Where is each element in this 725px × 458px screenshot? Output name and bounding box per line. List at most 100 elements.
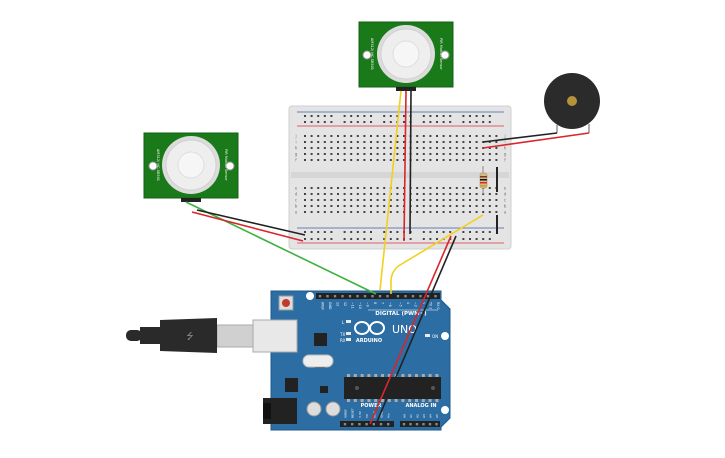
- terminal-hole[interactable]: [363, 135, 366, 137]
- terminal-hole[interactable]: [482, 205, 485, 207]
- rail-hole[interactable]: [356, 238, 359, 240]
- terminal-hole[interactable]: [429, 147, 432, 149]
- terminal-hole[interactable]: [330, 205, 333, 207]
- terminal-hole[interactable]: [389, 153, 392, 155]
- rail-hole[interactable]: [370, 238, 372, 240]
- terminal-hole[interactable]: [383, 199, 386, 201]
- terminal-hole[interactable]: [343, 193, 346, 195]
- terminal-hole[interactable]: [455, 135, 458, 137]
- rail-hole[interactable]: [469, 121, 471, 123]
- terminal-hole[interactable]: [403, 147, 405, 149]
- terminal-hole[interactable]: [376, 153, 379, 155]
- terminal-hole[interactable]: [310, 159, 313, 161]
- rail-hole[interactable]: [462, 238, 465, 240]
- terminal-hole[interactable]: [416, 135, 419, 137]
- terminal-hole[interactable]: [403, 153, 405, 155]
- terminal-hole[interactable]: [330, 199, 333, 201]
- rail-hole[interactable]: [350, 121, 353, 123]
- terminal-hole[interactable]: [469, 211, 471, 213]
- terminal-hole[interactable]: [383, 187, 386, 189]
- terminal-hole[interactable]: [449, 147, 452, 149]
- digital-pin[interactable]: [386, 295, 389, 298]
- terminal-hole[interactable]: [350, 135, 353, 137]
- terminal-hole[interactable]: [429, 159, 432, 161]
- terminal-hole[interactable]: [376, 135, 379, 137]
- terminal-hole[interactable]: [449, 193, 452, 195]
- terminal-hole[interactable]: [310, 187, 313, 189]
- terminal-hole[interactable]: [356, 159, 359, 161]
- terminal-hole[interactable]: [462, 187, 465, 189]
- terminal-hole[interactable]: [363, 147, 366, 149]
- terminal-hole[interactable]: [436, 193, 438, 195]
- rail-hole[interactable]: [350, 115, 353, 117]
- terminal-hole[interactable]: [317, 199, 320, 201]
- wire-black-buzzer[interactable]: [482, 132, 558, 143]
- terminal-hole[interactable]: [337, 135, 339, 137]
- terminal-hole[interactable]: [436, 153, 438, 155]
- terminal-hole[interactable]: [317, 159, 320, 161]
- rail-hole[interactable]: [383, 238, 386, 240]
- terminal-hole[interactable]: [436, 205, 438, 207]
- terminal-hole[interactable]: [488, 135, 491, 137]
- terminal-hole[interactable]: [389, 199, 392, 201]
- analog-pin[interactable]: [428, 423, 432, 426]
- terminal-hole[interactable]: [323, 135, 326, 137]
- rail-hole[interactable]: [350, 238, 353, 240]
- rail-hole[interactable]: [310, 121, 313, 123]
- terminal-hole[interactable]: [436, 159, 438, 161]
- terminal-hole[interactable]: [383, 153, 386, 155]
- digital-pin[interactable]: [434, 295, 437, 298]
- terminal-hole[interactable]: [376, 199, 379, 201]
- terminal-hole[interactable]: [330, 159, 333, 161]
- terminal-hole[interactable]: [304, 147, 306, 149]
- terminal-hole[interactable]: [317, 141, 320, 143]
- terminal-hole[interactable]: [403, 135, 405, 137]
- terminal-hole[interactable]: [350, 141, 353, 143]
- terminal-hole[interactable]: [350, 187, 353, 189]
- rail-hole[interactable]: [469, 238, 471, 240]
- terminal-hole[interactable]: [416, 141, 419, 143]
- rail-hole[interactable]: [304, 115, 306, 117]
- rail-hole[interactable]: [429, 115, 432, 117]
- digital-pin[interactable]: [404, 295, 407, 298]
- terminal-hole[interactable]: [323, 211, 326, 213]
- terminal-hole[interactable]: [462, 153, 465, 155]
- terminal-hole[interactable]: [455, 147, 458, 149]
- piezo-buzzer[interactable]: [544, 73, 600, 133]
- terminal-hole[interactable]: [469, 159, 471, 161]
- terminal-hole[interactable]: [330, 147, 333, 149]
- terminal-hole[interactable]: [396, 211, 399, 213]
- terminal-hole[interactable]: [495, 135, 498, 137]
- terminal-hole[interactable]: [449, 159, 452, 161]
- terminal-hole[interactable]: [370, 211, 372, 213]
- terminal-hole[interactable]: [488, 153, 491, 155]
- digital-pin[interactable]: [356, 295, 359, 298]
- terminal-hole[interactable]: [469, 135, 471, 137]
- terminal-hole[interactable]: [422, 193, 425, 195]
- terminal-hole[interactable]: [304, 135, 306, 137]
- terminal-hole[interactable]: [469, 193, 471, 195]
- terminal-hole[interactable]: [396, 135, 399, 137]
- wire-green-left-pir-signal[interactable]: [185, 201, 377, 295]
- terminal-hole[interactable]: [475, 141, 478, 143]
- terminal-hole[interactable]: [356, 135, 359, 137]
- terminal-hole[interactable]: [323, 153, 326, 155]
- terminal-hole[interactable]: [363, 141, 366, 143]
- terminal-hole[interactable]: [429, 193, 432, 195]
- rail-hole[interactable]: [403, 115, 405, 117]
- rail-hole[interactable]: [343, 231, 346, 233]
- wire-red-left-pir-vcc[interactable]: [191, 211, 304, 242]
- terminal-hole[interactable]: [370, 147, 372, 149]
- terminal-hole[interactable]: [343, 199, 346, 201]
- terminal-hole[interactable]: [436, 141, 438, 143]
- terminal-hole[interactable]: [323, 147, 326, 149]
- terminal-hole[interactable]: [455, 159, 458, 161]
- terminal-hole[interactable]: [429, 153, 432, 155]
- rail-hole[interactable]: [389, 115, 392, 117]
- analog-pin[interactable]: [415, 423, 419, 426]
- terminal-hole[interactable]: [475, 205, 478, 207]
- terminal-hole[interactable]: [475, 159, 478, 161]
- terminal-hole[interactable]: [330, 141, 333, 143]
- terminal-hole[interactable]: [462, 135, 465, 137]
- terminal-hole[interactable]: [363, 187, 366, 189]
